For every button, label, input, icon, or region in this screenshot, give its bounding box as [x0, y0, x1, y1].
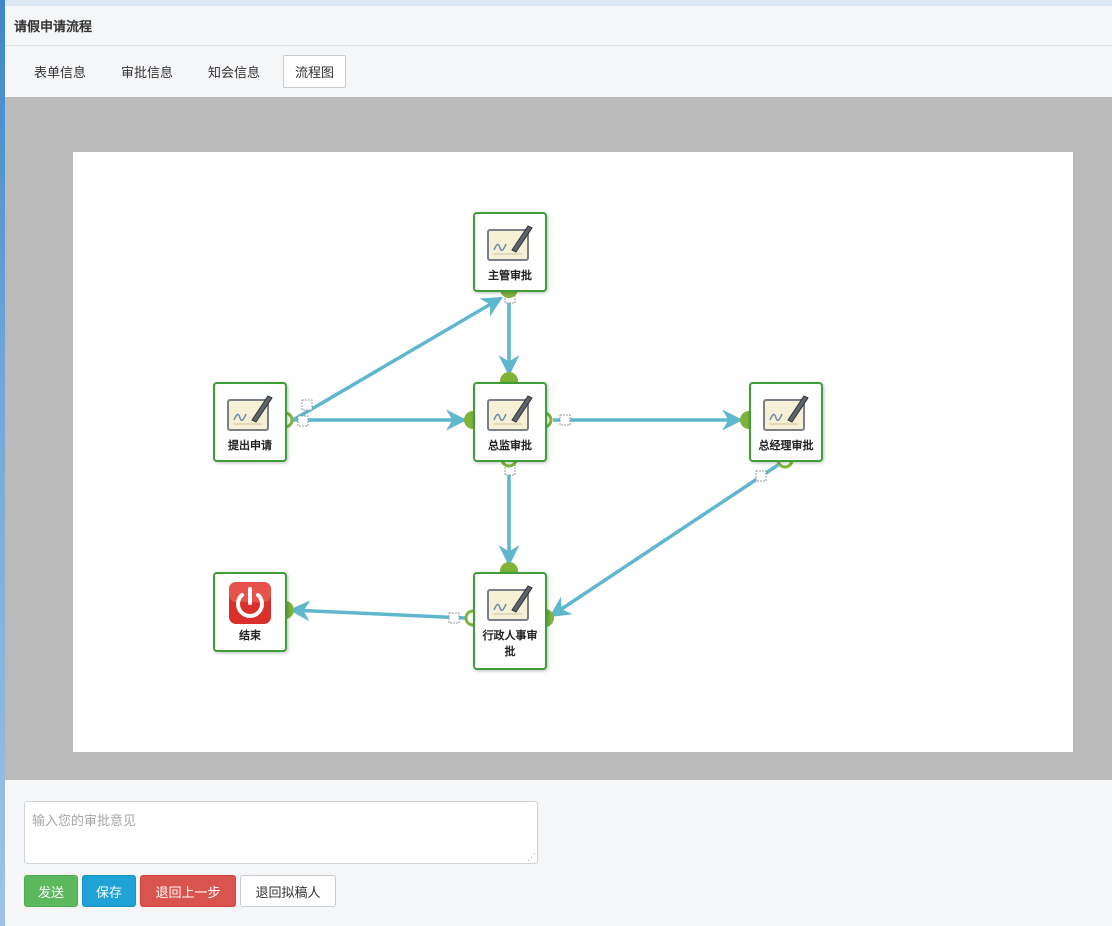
sign-document-icon: [487, 585, 533, 621]
flow-node-submit-request[interactable]: 提出申请: [213, 382, 287, 462]
app-window: 请假申请流程 表单信息 审批信息 知会信息 流程图: [5, 6, 1112, 926]
sign-document-icon: [487, 225, 533, 261]
handle: [755, 470, 767, 482]
approval-panel: ⋰ 发送 保存 退回上一步 退回拟稿人: [5, 780, 1112, 926]
return-previous-step-button[interactable]: 退回上一步: [140, 875, 236, 907]
handle: [448, 612, 460, 624]
flow-node-director-approval[interactable]: 总监审批: [473, 382, 547, 462]
sign-document-icon: [763, 395, 809, 431]
sign-document-icon: [227, 395, 273, 431]
top-border: [5, 0, 1112, 6]
edge-gm-to-hr: [549, 463, 779, 618]
flow-node-supervisor-approval[interactable]: 主管审批: [473, 212, 547, 292]
send-button[interactable]: 发送: [24, 875, 78, 907]
resize-grip-icon[interactable]: ⋰: [527, 853, 536, 863]
save-button[interactable]: 保存: [82, 875, 136, 907]
window-edge: [0, 0, 5, 926]
tab-approval-info[interactable]: 审批信息: [121, 66, 174, 81]
page-title: 请假申请流程: [5, 6, 1112, 46]
action-buttons: 发送 保存 退回上一步 退回拟稿人: [24, 875, 340, 907]
node-label: 行政人事审批: [482, 629, 538, 658]
node-label: 提出申请: [228, 439, 272, 452]
flow-node-gm-approval[interactable]: 总经理审批: [749, 382, 823, 462]
handle: [297, 415, 309, 427]
return-to-drafter-button[interactable]: 退回拟稿人: [240, 875, 336, 907]
approval-comment-input[interactable]: [24, 801, 538, 864]
sign-document-icon: [487, 395, 533, 431]
edge-hr-to-end: [288, 600, 466, 622]
flowchart-stage: 主管审批 提出申请 总监审批: [5, 97, 1112, 780]
edge-submit-to-supervisor: [292, 296, 503, 422]
node-label: 结束: [239, 629, 261, 642]
node-label: 主管审批: [488, 269, 532, 282]
flow-node-end[interactable]: 结束: [213, 572, 287, 652]
power-icon: [229, 582, 271, 624]
flowchart-canvas: 主管审批 提出申请 总监审批: [73, 152, 1073, 752]
tab-notify-info[interactable]: 知会信息: [208, 66, 261, 81]
flow-node-hr-approval[interactable]: 行政人事审批: [473, 572, 547, 670]
tab-form-info[interactable]: 表单信息: [34, 66, 87, 81]
node-label: 总经理审批: [758, 439, 814, 452]
tab-flowchart[interactable]: 流程图: [283, 55, 347, 88]
tab-bar: 表单信息 审批信息 知会信息 流程图: [5, 46, 1112, 97]
handle: [301, 399, 313, 411]
node-label: 总监审批: [488, 439, 532, 452]
handle: [559, 414, 571, 426]
